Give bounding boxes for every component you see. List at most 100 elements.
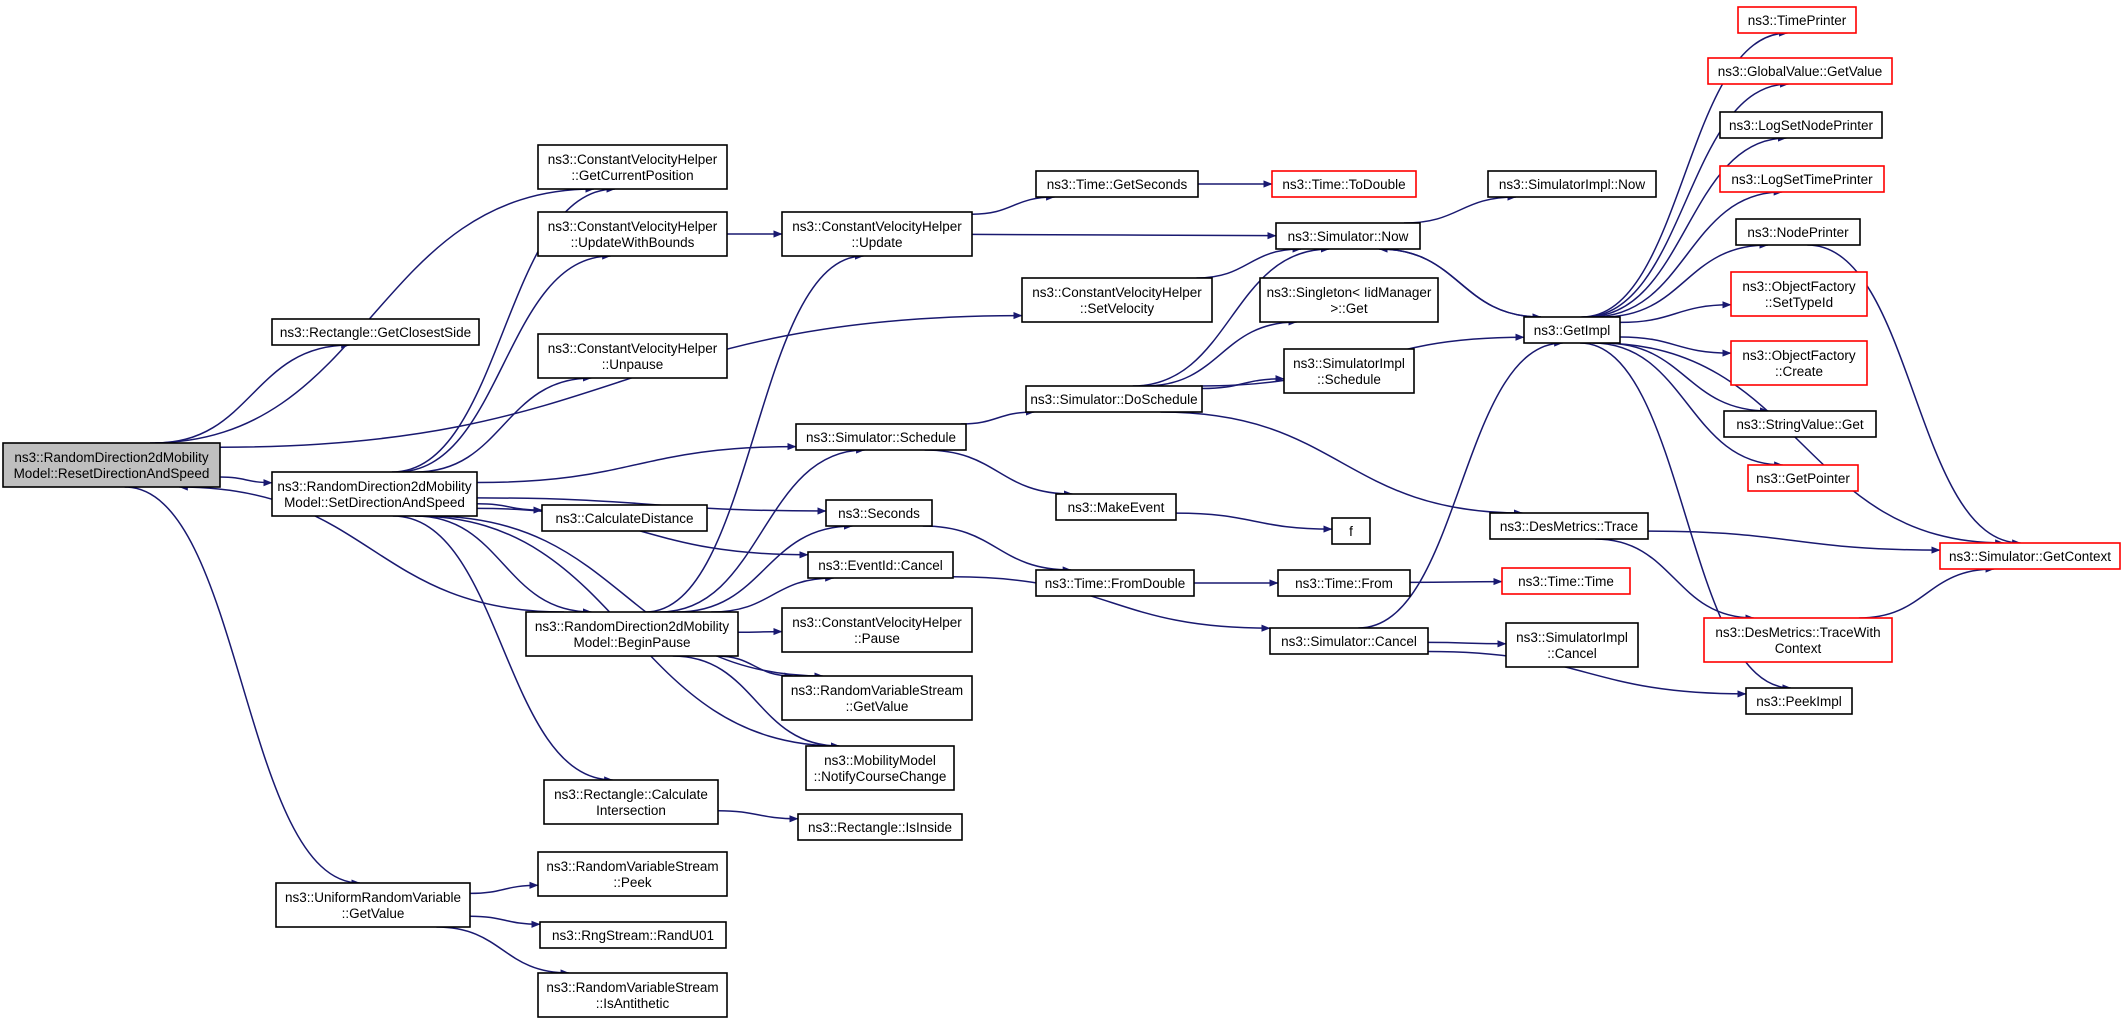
- node-simImplCancel[interactable]: ns3::SimulatorImpl::Cancel: [1505, 622, 1639, 668]
- node-simImplSchedule[interactable]: ns3::SimulatorImpl::Schedule: [1283, 348, 1415, 394]
- node-cvhUnpause[interactable]: ns3::ConstantVelocityHelper::Unpause: [537, 333, 728, 379]
- node-box: [1259, 277, 1439, 323]
- edge-getImpl-to-simGetContext: [1598, 342, 2005, 547]
- node-cvhSetVelocity[interactable]: ns3::ConstantVelocityHelper::SetVelocity: [1021, 277, 1213, 323]
- node-label-line: ns3::UniformRandomVariable: [285, 890, 461, 905]
- node-getClosestSide[interactable]: ns3::Rectangle::GetClosestSide: [271, 318, 480, 346]
- node-stringValueGet[interactable]: ns3::StringValue::Get: [1723, 410, 1877, 438]
- node-box: [1723, 410, 1877, 438]
- node-f[interactable]: f: [1331, 517, 1371, 545]
- node-box: [781, 211, 973, 257]
- node-uniformGetValue[interactable]: ns3::UniformRandomVariable::GetValue: [275, 882, 471, 928]
- node-makeEvent[interactable]: ns3::MakeEvent: [1055, 493, 1177, 521]
- node-nodePrinter[interactable]: ns3::NodePrinter: [1735, 218, 1861, 246]
- node-box: [275, 882, 471, 928]
- node-label-line: ns3::Simulator::Cancel: [1281, 634, 1417, 649]
- edge-simDoSchedule-to-simImplSchedule: [1201, 375, 1285, 390]
- node-logSetTimePrinter[interactable]: ns3::LogSetTimePrinter: [1719, 165, 1885, 193]
- edge-getImpl-to-ofCreate: [1619, 336, 1732, 357]
- node-label-line: ns3::DesMetrics::Trace: [1500, 519, 1638, 534]
- node-timeGetSeconds[interactable]: ns3::Time::GetSeconds: [1035, 170, 1199, 198]
- node-label-line: ::Update: [851, 235, 902, 250]
- node-eventIdCancel[interactable]: ns3::EventId::Cancel: [807, 551, 954, 579]
- node-cvhUpdate[interactable]: ns3::ConstantVelocityHelper::Update: [781, 211, 973, 257]
- edge-nodePrinter-to-simGetContext: [1807, 244, 2022, 547]
- node-simNow[interactable]: ns3::Simulator::Now: [1275, 222, 1421, 250]
- node-getPointer[interactable]: ns3::GetPointer: [1747, 464, 1859, 492]
- node-mmNotifyCourseChange[interactable]: ns3::MobilityModel::NotifyCourseChange: [805, 745, 955, 791]
- node-label-line: ::Cancel: [1547, 646, 1597, 661]
- edge-simDoSchedule-to-simNow: [1132, 245, 1330, 387]
- node-timeFrom[interactable]: ns3::Time::From: [1277, 569, 1411, 597]
- node-box: [1501, 567, 1631, 595]
- node-simDoSchedule[interactable]: ns3::Simulator::DoSchedule: [1025, 385, 1203, 413]
- node-rectIsInside[interactable]: ns3::Rectangle::IsInside: [797, 813, 963, 841]
- edge-root-to-cvhGetCurrentPosition: [149, 185, 595, 444]
- node-box: [797, 813, 963, 841]
- edge-root-to-setDirectionAndSpeed: [219, 476, 273, 487]
- node-label-line: ns3::EventId::Cancel: [818, 558, 943, 573]
- node-box: [1269, 627, 1429, 655]
- node-label-line: ns3::TimePrinter: [1748, 13, 1847, 28]
- node-label-line: ns3::Time::ToDouble: [1282, 177, 1405, 192]
- edge-beginPause-to-seconds: [676, 522, 853, 613]
- node-globalValueGetValue[interactable]: ns3::GlobalValue::GetValue: [1707, 57, 1893, 85]
- node-simGetContext[interactable]: ns3::Simulator::GetContext: [1939, 542, 2121, 570]
- node-singletonGet[interactable]: ns3::Singleton< IidManager>::Get: [1259, 277, 1439, 323]
- node-setDirectionAndSpeed[interactable]: ns3::RandomDirection2dMobilityModel::Set…: [271, 471, 478, 517]
- node-box: [543, 779, 719, 825]
- node-cvhPause[interactable]: ns3::ConstantVelocityHelper::Pause: [781, 607, 973, 653]
- edge-setDirectionAndSpeed-to-simSchedule: [476, 443, 797, 484]
- node-getImpl[interactable]: ns3::GetImpl: [1523, 316, 1621, 344]
- node-root[interactable]: ns3::RandomDirection2dMobilityModel::Res…: [2, 442, 221, 488]
- edge-desMetricsTrace-to-desMetricsTraceWithContext: [1595, 538, 1755, 622]
- node-rvsPeek[interactable]: ns3::RandomVariableStream::Peek: [537, 851, 728, 897]
- node-label-line: ns3::SimulatorImpl::Now: [1499, 177, 1646, 192]
- edge-getImpl-to-logSetNodePrinter: [1586, 134, 1787, 318]
- node-simSchedule[interactable]: ns3::Simulator::Schedule: [795, 423, 967, 451]
- node-ofCreate[interactable]: ns3::ObjectFactory::Create: [1730, 340, 1868, 386]
- node-label-line: ns3::MobilityModel: [824, 753, 936, 768]
- node-label-line: ns3::ConstantVelocityHelper: [548, 341, 718, 356]
- node-timePrinter[interactable]: ns3::TimePrinter: [1737, 6, 1857, 34]
- node-label-line: ns3::PeekImpl: [1756, 694, 1842, 709]
- edge-beginPause-to-eventIdCancel: [711, 574, 835, 613]
- node-box: [807, 551, 954, 579]
- node-rngRandU01[interactable]: ns3::RngStream::RandU01: [539, 921, 727, 949]
- edge-simCancel-to-peekImpl: [1427, 650, 1747, 698]
- node-rvsGetValue[interactable]: ns3::RandomVariableStream::GetValue: [781, 675, 973, 721]
- node-calculateDistance[interactable]: ns3::CalculateDistance: [541, 504, 708, 532]
- edge-desMetricsTraceWithContext-to-simGetContext: [1858, 565, 1995, 619]
- node-seconds[interactable]: ns3::Seconds: [825, 499, 933, 527]
- node-beginPause[interactable]: ns3::RandomDirection2dMobilityModel::Beg…: [525, 611, 739, 657]
- node-label-line: ns3::DesMetrics::TraceWith: [1715, 625, 1880, 640]
- node-cvhGetCurrentPosition[interactable]: ns3::ConstantVelocityHelper::GetCurrentP…: [537, 144, 728, 190]
- edge-getImpl-to-peekImpl: [1579, 342, 1792, 692]
- node-cvhUpdateWithBounds[interactable]: ns3::ConstantVelocityHelper::UpdateWithB…: [537, 211, 728, 257]
- edge-rectCalcIntersection-to-rectIsInside: [717, 809, 799, 823]
- node-rvsIsAntithetic[interactable]: ns3::RandomVariableStream::IsAntithetic: [537, 972, 728, 1018]
- node-simImplNow[interactable]: ns3::SimulatorImpl::Now: [1487, 170, 1657, 198]
- node-box: [795, 423, 967, 451]
- node-timeToDouble[interactable]: ns3::Time::ToDouble: [1271, 170, 1417, 198]
- edge-simSchedule-to-simDoSchedule: [960, 408, 1035, 425]
- edge-simDoSchedule-to-desMetricsTrace: [1160, 411, 1523, 517]
- node-peekImpl[interactable]: ns3::PeekImpl: [1745, 687, 1853, 715]
- node-label-line: ns3::Singleton< IidManager: [1267, 285, 1432, 300]
- node-box: [1745, 687, 1853, 715]
- node-timeFromDouble[interactable]: ns3::Time::FromDouble: [1035, 569, 1195, 597]
- node-ofSetTypeId[interactable]: ns3::ObjectFactory::SetTypeId: [1730, 271, 1868, 317]
- node-simCancel[interactable]: ns3::Simulator::Cancel: [1269, 627, 1429, 655]
- node-box: [1283, 348, 1415, 394]
- node-box: [1523, 316, 1621, 344]
- edge-beginPause-to-simSchedule: [659, 446, 866, 613]
- node-desMetricsTrace[interactable]: ns3::DesMetrics::Trace: [1489, 512, 1649, 540]
- node-label-line: ns3::RandomVariableStream: [546, 859, 718, 874]
- edge-setDirectionAndSpeed-to-rectCalcIntersection: [392, 515, 614, 784]
- node-box: [539, 921, 727, 949]
- node-timeTime[interactable]: ns3::Time::Time: [1501, 567, 1631, 595]
- node-logSetNodePrinter[interactable]: ns3::LogSetNodePrinter: [1719, 111, 1883, 139]
